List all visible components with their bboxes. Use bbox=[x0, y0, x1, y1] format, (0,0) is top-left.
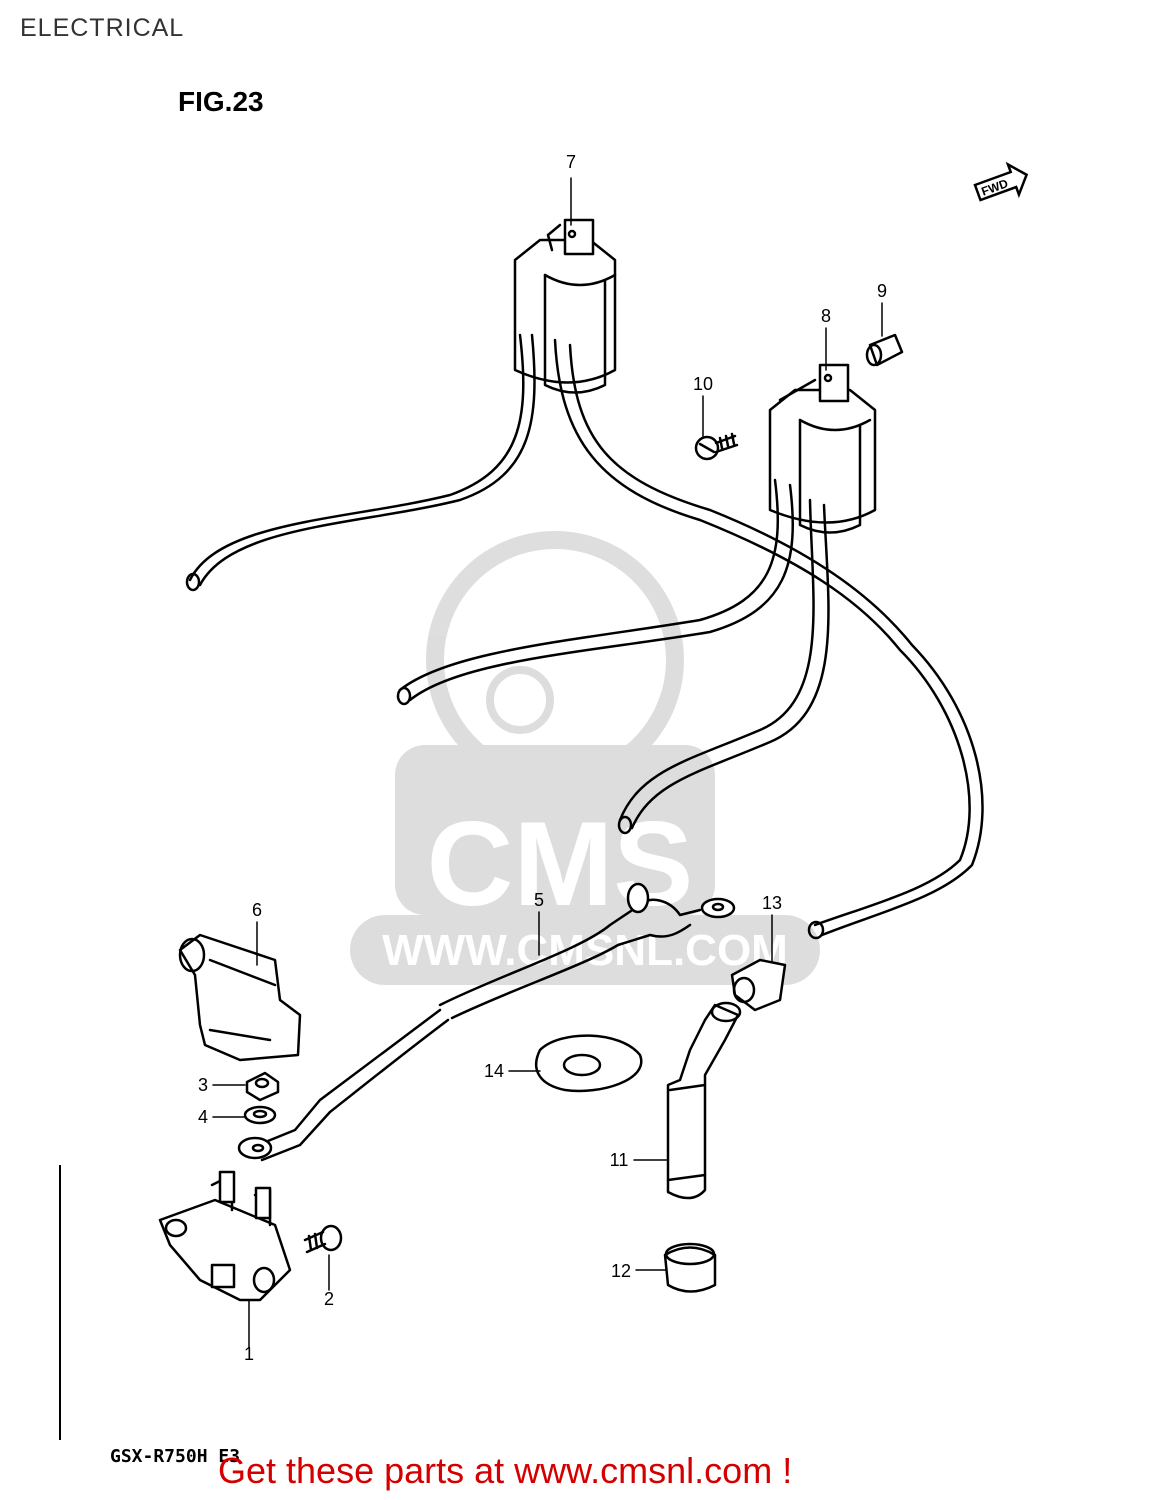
part-label-11[interactable]: 11 bbox=[610, 1150, 629, 1170]
screw-2 bbox=[303, 1224, 343, 1254]
watermark-url: WWW.CMSNL.COM bbox=[382, 926, 788, 975]
page-title: ELECTRICAL bbox=[20, 14, 185, 42]
starter-relay-1 bbox=[158, 1170, 292, 1302]
part-label-7[interactable]: 7 bbox=[566, 152, 576, 172]
figure-label: FIG.23 bbox=[178, 86, 264, 117]
cap-6 bbox=[178, 933, 302, 1062]
ignition-coil-7 bbox=[513, 218, 617, 394]
watermark-brand: CMS bbox=[427, 797, 694, 931]
washer-4 bbox=[243, 1105, 277, 1125]
collar-9 bbox=[865, 333, 904, 367]
fwd-arrow-icon: FWD bbox=[973, 161, 1029, 202]
screw-10 bbox=[694, 432, 739, 461]
part-label-3[interactable]: 3 bbox=[198, 1075, 208, 1095]
nut-3 bbox=[245, 1071, 280, 1102]
cms-watermark: CMS WWW.CMSNL.COM bbox=[350, 531, 820, 985]
boot-13 bbox=[730, 958, 787, 1012]
plug-cap-11 bbox=[666, 1001, 742, 1200]
watermark-mascot-head bbox=[426, 531, 684, 789]
part-label-8[interactable]: 8 bbox=[821, 306, 831, 326]
cta-link[interactable]: Get these parts at www.cmsnl.com ! bbox=[218, 1450, 793, 1491]
part-numbers: 7 8 9 10 5 13 6 3 4 14 11 12 2 1 bbox=[198, 152, 887, 1364]
part-label-2[interactable]: 2 bbox=[324, 1289, 334, 1309]
coil-8-lead-right bbox=[618, 498, 815, 822]
part-label-5[interactable]: 5 bbox=[534, 890, 544, 910]
part-label-13[interactable]: 13 bbox=[762, 893, 782, 913]
grommet-14 bbox=[534, 1034, 643, 1093]
model-code: GSX-R750H E3 bbox=[110, 1446, 241, 1467]
coil-8-lead-left bbox=[398, 478, 780, 692]
coil-7-lead-left bbox=[188, 333, 525, 582]
part-label-9[interactable]: 9 bbox=[877, 281, 887, 301]
coil-7-lead-right bbox=[553, 338, 971, 927]
part-label-1[interactable]: 1 bbox=[244, 1344, 254, 1364]
part-label-14[interactable]: 14 bbox=[484, 1061, 504, 1081]
grommet-12 bbox=[663, 1242, 717, 1293]
leader-lines bbox=[212, 177, 883, 1349]
part-label-12[interactable]: 12 bbox=[611, 1261, 631, 1281]
lead-wire-5 bbox=[237, 882, 736, 1162]
part-label-10[interactable]: 10 bbox=[693, 374, 713, 394]
part-label-4[interactable]: 4 bbox=[198, 1107, 208, 1127]
part-label-6[interactable]: 6 bbox=[252, 900, 262, 920]
ignition-coil-8 bbox=[768, 363, 877, 534]
